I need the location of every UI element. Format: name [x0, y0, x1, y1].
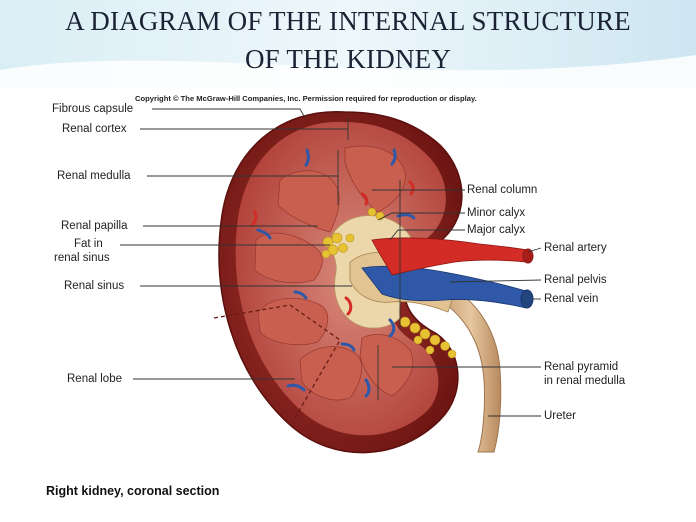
label-fibrous-capsule: Fibrous capsule — [52, 103, 134, 115]
copyright-notice: Copyright © The McGraw-Hill Companies, I… — [135, 94, 477, 103]
leader-renal-artery — [527, 247, 542, 253]
label-minor-calyx: Minor calyx — [467, 207, 526, 219]
renal-artery — [371, 237, 529, 276]
label-renal-pyramid: Renal pyramid — [544, 361, 619, 373]
label-renal-papilla: Renal papilla — [61, 220, 128, 232]
label-renal-sinus-fat: renal sinus — [54, 252, 110, 264]
pyramid-3 — [254, 232, 323, 284]
label-renal-medulla: Renal medulla — [57, 170, 131, 182]
leader-major-calyx — [389, 229, 465, 241]
interlobar-vessels — [251, 148, 416, 398]
page-title-line-2: OF THE KIDNEY — [244, 44, 452, 74]
pyramid-4 — [257, 297, 329, 346]
figure-caption: Right kidney, coronal section — [46, 484, 220, 498]
leader-minor-calyx — [377, 212, 465, 221]
pyramid-5 — [299, 346, 363, 401]
ureter — [439, 289, 502, 453]
pyramid-1 — [277, 170, 340, 233]
label-renal-cortex: Renal cortex — [62, 123, 127, 135]
label-renal-vein: Renal vein — [544, 293, 599, 305]
label-ureter: Ureter — [544, 410, 576, 422]
leader-renal-pelvis — [449, 279, 542, 283]
leader-fibrous-capsule — [152, 108, 306, 119]
label-renal-column: Renal column — [467, 184, 538, 196]
renal-lobe-outline — [213, 304, 341, 419]
label-renal-artery: Renal artery — [544, 242, 607, 254]
page-title-line-1: A DIAGRAM OF THE INTERNAL STRUCTURE — [65, 6, 631, 36]
label-major-calyx: Major calyx — [467, 224, 526, 236]
label-renal-sinus: Renal sinus — [64, 280, 125, 292]
renal-pyramids — [254, 145, 414, 401]
label-renal-lobe: Renal lobe — [67, 373, 122, 385]
leader-lines — [120, 108, 542, 417]
pyramid-2 — [344, 145, 406, 213]
label-in-renal-medulla: in renal medulla — [544, 375, 626, 387]
sinus-fat — [321, 207, 457, 359]
label-renal-pelvis: Renal pelvis — [544, 274, 607, 286]
label-fat-in: Fat in — [74, 238, 103, 250]
header-swoosh — [0, 55, 696, 88]
